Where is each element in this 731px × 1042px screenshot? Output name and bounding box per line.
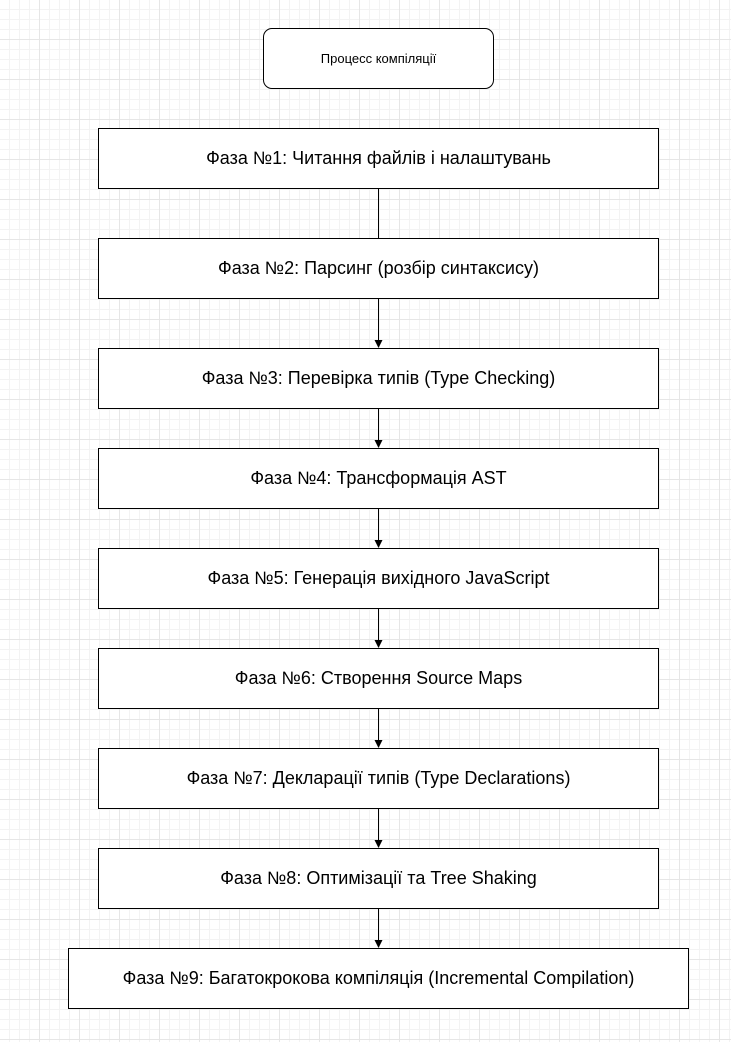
phase-node-3: Фаза №3: Перевірка типів (Type Checking) <box>98 348 659 409</box>
phase-node-1: Фаза №1: Читання файлів і налаштувань <box>98 128 659 189</box>
phase-label-6: Фаза №6: Створення Source Maps <box>234 668 523 688</box>
phase-node-5: Фаза №5: Генерація вихідного JavaScript <box>98 548 659 609</box>
phase-node-8: Фаза №8: Оптимізації та Tree Shaking <box>98 848 659 909</box>
phase-node-6: Фаза №6: Створення Source Maps <box>98 648 659 709</box>
phase-label-4: Фаза №4: Трансформація AST <box>250 468 507 488</box>
diagram-title-node: Процесс компіляції <box>263 28 494 89</box>
phase-label-3: Фаза №3: Перевірка типів (Type Checking) <box>201 368 556 388</box>
diagram-title-text: Процесс компіляції <box>320 51 437 66</box>
phase-label-8: Фаза №8: Оптимізації та Tree Shaking <box>220 868 537 888</box>
phase-node-9: Фаза №9: Багатокрокова компіляція (Incre… <box>68 948 689 1009</box>
phase-label-7: Фаза №7: Декларації типів (Type Declarat… <box>186 768 571 788</box>
phase-node-4: Фаза №4: Трансформація AST <box>98 448 659 509</box>
phase-label-9: Фаза №9: Багатокрокова компіляція (Incre… <box>122 968 635 988</box>
phase-node-7: Фаза №7: Декларації типів (Type Declarat… <box>98 748 659 809</box>
phase-label-2: Фаза №2: Парсинг (розбір синтаксису) <box>218 258 539 278</box>
phase-label-1: Фаза №1: Читання файлів і налаштувань <box>206 148 551 168</box>
phase-label-5: Фаза №5: Генерація вихідного JavaScript <box>207 568 550 588</box>
phase-node-2: Фаза №2: Парсинг (розбір синтаксису) <box>98 238 659 299</box>
